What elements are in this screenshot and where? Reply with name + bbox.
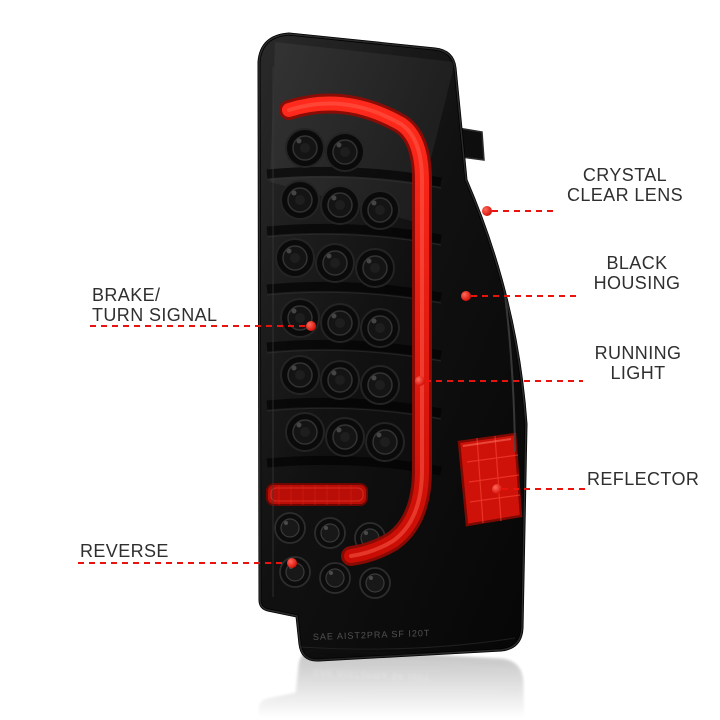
rear-reflector-strip [266, 483, 368, 506]
callout-text-line: BRAKE/ [92, 285, 161, 305]
callout-text-line: BLACK [606, 253, 668, 273]
leader-line [90, 325, 306, 327]
leader-line [502, 488, 588, 490]
callout-dot [306, 321, 316, 331]
callout-label-reverse: REVERSE [80, 541, 200, 561]
leader-line [471, 295, 579, 297]
callout-text-line: LIGHT [610, 363, 666, 383]
callout-label-brake-turn-signal: BRAKE/ TURN SIGNAL [92, 285, 242, 325]
tail-light-image: SAE AIST2PRA SF I20T [215, 22, 545, 662]
running-light-tube [279, 93, 432, 566]
callout-label-running-light: RUNNING LIGHT [582, 343, 694, 383]
leader-line [78, 562, 287, 564]
callout-label-crystal-clear-lens: CRYSTAL CLEAR LENS [552, 165, 698, 205]
callout-dot [287, 558, 297, 568]
side-reflector [457, 432, 523, 527]
leader-line [492, 210, 554, 212]
callout-text-line: TURN SIGNAL [92, 305, 218, 325]
callout-dot [492, 484, 502, 494]
leader-line [425, 380, 583, 382]
lens-etched-text: SAE AIST2PRA SF I20T [313, 628, 431, 642]
tail-light-graphic: SAE AIST2PRA SF I20T [257, 32, 528, 662]
callout-text-line: REFLECTOR [587, 469, 700, 489]
callout-label-black-housing: BLACK HOUSING [578, 253, 696, 293]
callout-text-line: CLEAR LENS [566, 185, 684, 205]
callout-label-reflector: REFLECTOR [587, 469, 699, 489]
svg-text:SAE AIST2PRA SF I20T: SAE AIST2PRA SF I20T [313, 668, 431, 682]
callout-text-line: REVERSE [80, 541, 169, 561]
callout-dot [415, 376, 425, 386]
callout-dot [482, 206, 492, 216]
callout-text-line: HOUSING [593, 273, 681, 293]
callout-dot [461, 291, 471, 301]
callout-text-line: RUNNING [594, 343, 682, 363]
callout-text-line: CRYSTAL [582, 165, 668, 185]
